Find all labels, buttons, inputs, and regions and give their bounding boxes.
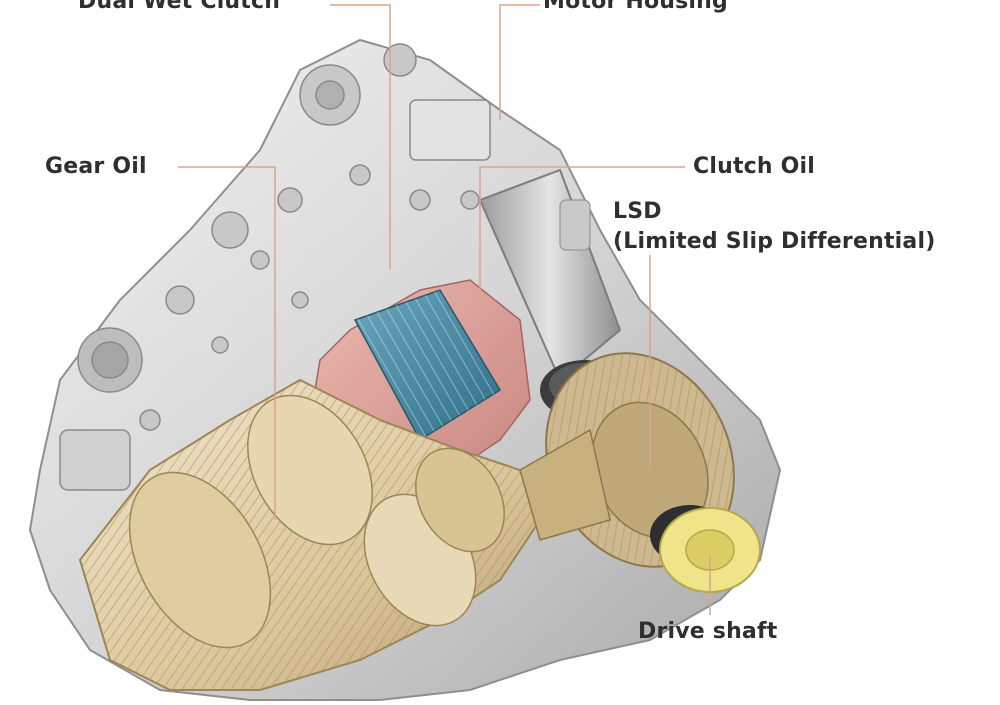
housing-details bbox=[59, 43, 491, 491]
leader-lines bbox=[178, 4, 711, 615]
leader-dual-wet-clutch bbox=[330, 4, 391, 270]
gear-oil-region bbox=[78, 378, 542, 691]
leader-clutch-oil bbox=[479, 166, 685, 310]
label-dual-wet-clutch: Dual Wet Clutch bbox=[78, 0, 281, 14]
drive-shaft-flange bbox=[659, 507, 761, 593]
label-gear-oil: Gear Oil bbox=[45, 154, 147, 179]
label-motor-housing: Motor Housing bbox=[543, 0, 728, 14]
clutch-pack bbox=[353, 289, 502, 442]
leader-gear-oil bbox=[178, 166, 276, 520]
label-clutch-oil: Clutch Oil bbox=[693, 154, 816, 179]
label-drive-shaft: Drive shaft bbox=[638, 619, 778, 644]
leader-motor-housing bbox=[499, 4, 540, 120]
label-lsd: LSD bbox=[613, 199, 662, 224]
label-lsd-full-name: (Limited Slip Differential) bbox=[613, 229, 936, 254]
